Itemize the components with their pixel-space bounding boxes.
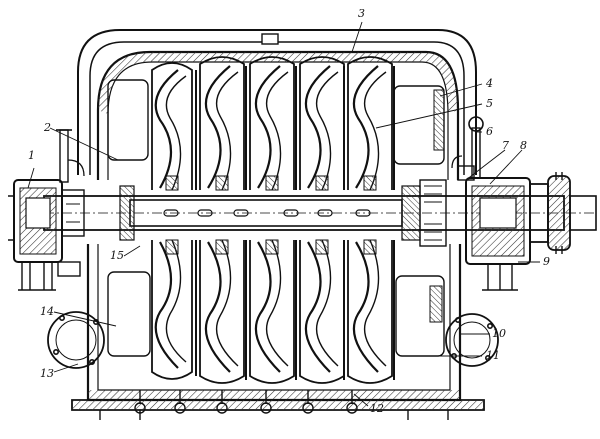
outer-top-pipe: [77, 29, 477, 175]
callout-6: 6: [486, 125, 493, 138]
callout-1: 1: [28, 149, 35, 162]
callout-3: 3: [358, 7, 365, 20]
callout-10: 10: [492, 327, 506, 340]
drain-valves: [134, 390, 358, 414]
impellers-lower: [151, 239, 395, 384]
inlet-flange: [47, 311, 105, 369]
upper-casing: [96, 50, 460, 180]
left-oil-pipe: [56, 129, 85, 183]
shaft-seals: [119, 179, 447, 247]
coupling: [529, 172, 597, 254]
callout-15: 15: [110, 249, 124, 262]
callout-5: 5: [486, 97, 493, 110]
left-bearing-housing: [8, 179, 85, 291]
leader-lines: [27, 21, 540, 407]
callout-14: 14: [40, 305, 54, 318]
right-oil-pipe: [451, 116, 484, 179]
callout-4: 4: [486, 77, 493, 90]
callout-11: 11: [486, 349, 500, 362]
callout-7: 7: [502, 139, 509, 152]
callout-12: 12: [370, 402, 384, 415]
impellers-upper: [151, 56, 395, 191]
right-bearing-housing: [457, 165, 531, 291]
callout-2: 2: [44, 121, 51, 134]
callout-13: 13: [40, 367, 54, 380]
callout-8: 8: [520, 139, 527, 152]
lower-casing: [71, 244, 485, 420]
callout-9: 9: [543, 255, 550, 268]
